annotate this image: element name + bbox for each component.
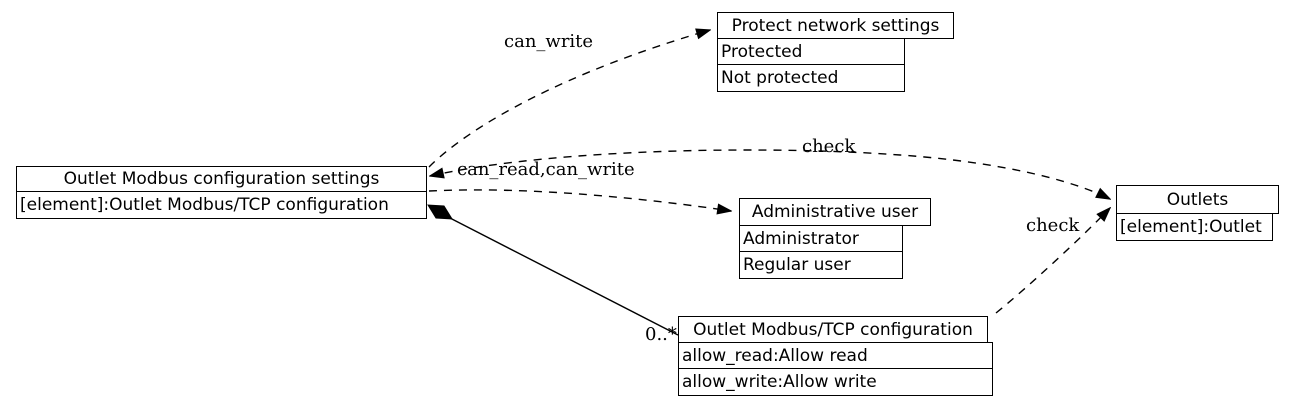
node-title: Outlet Modbus/TCP configuration [678, 316, 988, 343]
edge-contains [447, 216, 679, 336]
edge-can-write [428, 30, 710, 168]
node-protect-network-settings: Protect network settings Protected Not p… [717, 12, 954, 93]
edge-label-can-write: can_write [504, 31, 594, 52]
node-row: allow_write:Allow write [678, 368, 993, 397]
composition-diamond-icon [427, 204, 453, 220]
node-title: Administrative user [739, 198, 931, 226]
node-row: [element]:Outlet [1116, 212, 1273, 241]
edge-label-can-read-can-write: can_read,can_write [457, 159, 635, 180]
node-outlet-modbus-configuration-settings: Outlet Modbus configuration settings [el… [16, 166, 427, 219]
edge-can-read-can-write [428, 189, 731, 211]
node-title: Protect network settings [717, 12, 954, 39]
edge-label-check-top: check [802, 136, 856, 157]
node-row: Protected [717, 37, 905, 66]
node-title: Outlet Modbus configuration settings [16, 166, 427, 192]
node-row: [element]:Outlet Modbus/TCP configuratio… [16, 190, 427, 219]
node-outlet-modbus-tcp-configuration: Outlet Modbus/TCP configuration allow_re… [678, 316, 993, 397]
node-outlets: Outlets [element]:Outlet [1116, 185, 1279, 241]
node-administrative-user: Administrative user Administrator Regula… [739, 198, 931, 280]
node-row: Administrator [739, 224, 903, 253]
edge-check-settings-outlets [430, 149, 1110, 199]
edge-label-check-bottom: check [1026, 215, 1080, 236]
node-row: allow_read:Allow read [678, 341, 993, 370]
node-title: Outlets [1116, 185, 1279, 214]
edge-check-config-outlets [995, 208, 1110, 314]
node-row: Not protected [717, 64, 905, 93]
node-row: Regular user [739, 251, 903, 280]
edge-label-multiplicity: 0..* [645, 324, 677, 345]
